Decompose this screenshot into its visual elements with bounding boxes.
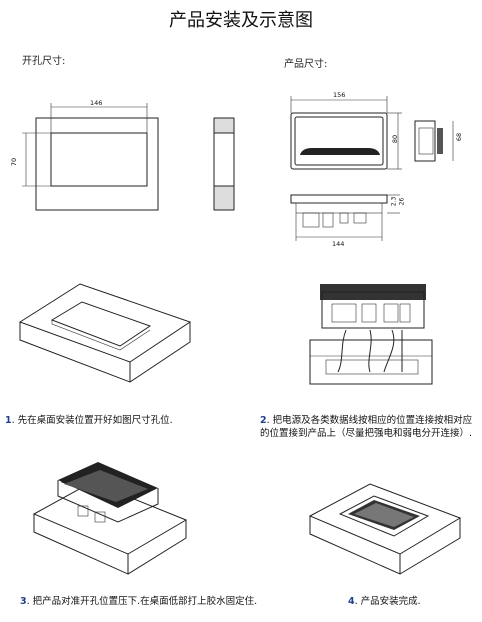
hole-size-label: 开孔尺寸: — [22, 56, 66, 67]
step2-number: 2 — [260, 415, 267, 426]
step3-text: . 把产品对准开孔位置压下.在桌面低部打上胶水固定住. — [26, 596, 258, 607]
step3-number: 3 — [20, 596, 27, 607]
step1-caption: 1. 先在桌面安装位置开好如图尺寸孔位. — [5, 414, 241, 427]
step4-text: . 产品安装完成. — [354, 596, 421, 607]
step2-caption: 2. 把电源及各类数据线按相应的位置连接按相对应的位置接到产品上（尽量把强电和弱… — [260, 414, 478, 440]
page-title: 产品安装及示意图 — [169, 10, 313, 31]
step2-text: . 把电源及各类数据线按相应的位置连接按相对应的位置接到产品上（尽量把强电和弱电… — [260, 415, 473, 439]
product-width-dim: 156 — [333, 91, 346, 99]
step1-number: 1 — [5, 415, 12, 426]
step4-number: 4 — [348, 596, 355, 607]
step1-text: . 先在桌面安装位置开好如图尺寸孔位. — [11, 415, 173, 426]
hole-width-dim: 146 — [90, 99, 103, 107]
step4-caption: 4. 产品安装完成. — [348, 595, 468, 608]
step3-caption: 3. 把产品对准开孔位置压下.在桌面低部打上胶水固定住. — [20, 595, 280, 608]
product-size-label: 产品尺寸: — [284, 59, 328, 70]
bottom-width-dim: 144 — [332, 240, 345, 248]
